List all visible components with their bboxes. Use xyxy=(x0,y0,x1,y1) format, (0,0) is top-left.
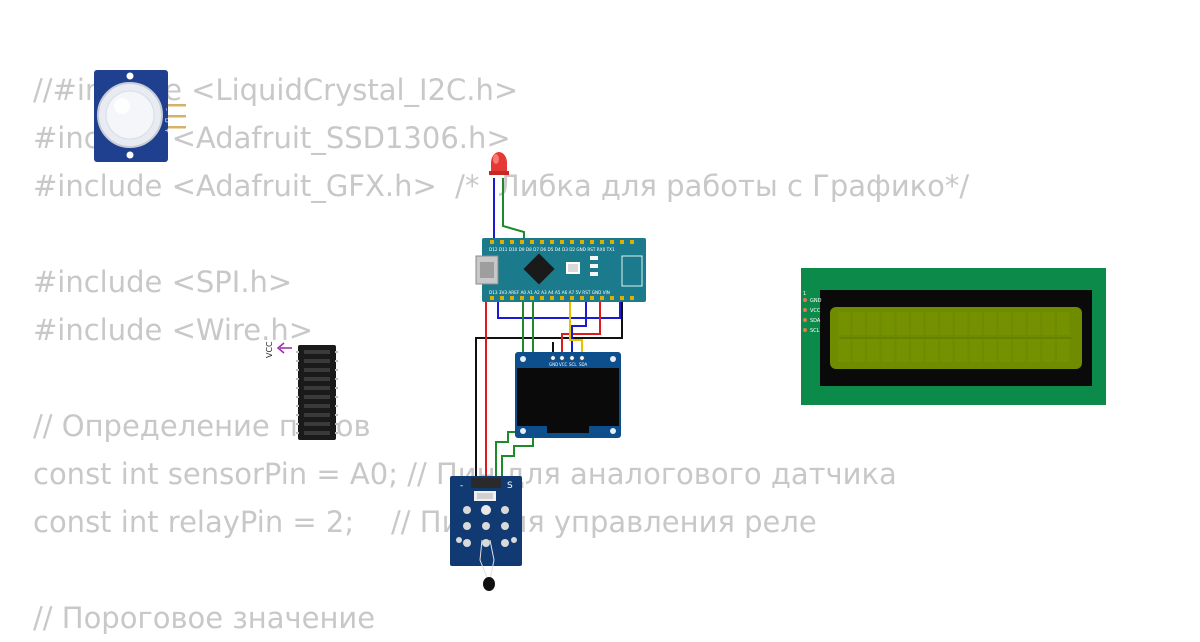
lcd-char-cell xyxy=(1057,339,1070,362)
lcd-char-cell xyxy=(1013,312,1026,335)
lcd-pin-index: 1 xyxy=(803,291,806,297)
oled-pin-sda: SDA xyxy=(579,362,588,367)
nano-bottom-header xyxy=(490,296,634,300)
nano-bottom-pin-labels: D13 3V3 AREF A0 A1 A2 A3 A4 A5 A6 A7 5V … xyxy=(489,290,610,295)
sensor-label-minus: - xyxy=(460,481,463,491)
lcd-char-cell xyxy=(998,312,1012,335)
lcd-char-cell xyxy=(1013,339,1026,362)
lcd-char-cell xyxy=(881,312,895,335)
lcd-char-cell xyxy=(1027,339,1041,362)
relay-vcc-label: VCC xyxy=(265,341,274,358)
code-editor-text: //#include <LiquidCrystal_I2C.h>#include… xyxy=(33,66,969,642)
pir-pin-d: D xyxy=(163,118,170,123)
lcd-char-cell xyxy=(1057,312,1070,335)
thermistor-icon xyxy=(483,577,495,591)
wire-black-gnd[interactable] xyxy=(475,300,623,484)
wire-led-green[interactable] xyxy=(502,178,525,242)
pir-sensor[interactable]: – D + xyxy=(94,70,186,162)
code-line: // Определение пинов xyxy=(33,409,371,443)
lcd-1602-display[interactable]: 1 GND VCC SDA SCL xyxy=(801,268,1106,405)
lcd-char-cell xyxy=(925,312,939,335)
nano-top-header xyxy=(490,240,634,244)
lcd-pin-vcc: VCC xyxy=(810,308,821,314)
code-line: // Пороговое значение xyxy=(33,601,376,635)
lcd-char-cell xyxy=(867,339,880,362)
oled-pin-vcc: VCC xyxy=(559,362,568,367)
lcd-char-cell xyxy=(881,339,895,362)
vcc-arrow-icon xyxy=(276,342,292,354)
lcd-char-cell xyxy=(1027,312,1041,335)
pir-pin-vcc: + xyxy=(163,128,170,133)
lcd-char-cell xyxy=(998,339,1012,362)
oled-pin-scl: SCL xyxy=(569,362,577,367)
lcd-pin-scl: SCL xyxy=(810,328,820,334)
lcd-char-cell xyxy=(984,339,997,362)
wire-red-oled[interactable] xyxy=(561,300,601,360)
lcd-char-cell xyxy=(852,312,866,335)
code-line: const int sensorPin = A0; // Пин для ана… xyxy=(33,457,897,491)
lcd-char-cell xyxy=(940,339,953,362)
lcd-pin-gnd: GND xyxy=(810,298,822,304)
lcd-char-cell xyxy=(1042,339,1055,362)
lcd-char-cell xyxy=(954,339,968,362)
code-line: #include <Wire.h> xyxy=(33,313,314,347)
lcd-char-cell xyxy=(1042,312,1055,335)
lcd-pin-sda: SDA xyxy=(810,318,821,324)
lcd-char-cell xyxy=(969,312,982,335)
lcd-char-cell xyxy=(911,339,924,362)
nano-top-pin-labels: D12 D11 D10 D9 D8 D7 D6 D5 D4 D3 D2 GND … xyxy=(489,247,615,252)
lcd-char-cell xyxy=(969,339,982,362)
code-line: #include <Adafruit_GFX.h> /* Либка для р… xyxy=(33,169,970,203)
sensor-label-s: S xyxy=(507,481,513,491)
lcd-char-cell xyxy=(925,339,939,362)
pir-pin-gnd: – xyxy=(163,108,170,111)
temperature-sensor-module[interactable]: - S xyxy=(450,476,522,591)
wire-yellow-oled[interactable] xyxy=(569,300,583,360)
lcd-char-cell xyxy=(867,312,880,335)
lcd-char-cell xyxy=(838,312,851,335)
lcd-char-cell xyxy=(838,339,851,362)
oled-display[interactable]: GND VCC SCL SDA xyxy=(515,352,621,438)
red-led[interactable] xyxy=(489,152,509,175)
relay-module[interactable]: VCC xyxy=(265,341,338,440)
lcd-char-cell xyxy=(940,312,953,335)
code-line: #include <SPI.h> xyxy=(33,265,293,299)
lcd-char-cell xyxy=(984,312,997,335)
wires xyxy=(475,178,623,484)
arduino-nano[interactable]: D12 D11 D10 D9 D8 D7 D6 D5 D4 D3 D2 GND … xyxy=(475,238,646,302)
lcd-char-cell xyxy=(896,339,909,362)
lcd-char-cell xyxy=(911,312,924,335)
lcd-char-cell xyxy=(896,312,909,335)
lcd-char-cell xyxy=(954,312,968,335)
oled-pin-gnd: GND xyxy=(549,362,558,367)
lcd-char-cell xyxy=(852,339,866,362)
wire-blue-oled[interactable] xyxy=(571,300,587,360)
